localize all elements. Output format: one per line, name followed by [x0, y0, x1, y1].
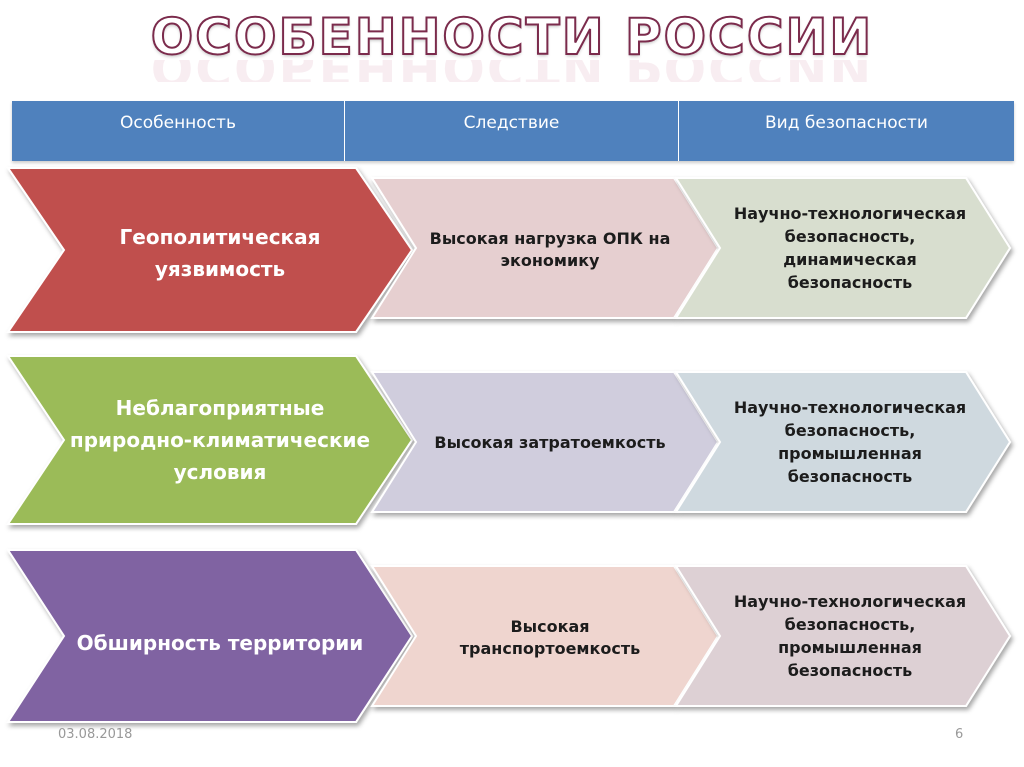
footer-date: 03.08.2018: [58, 727, 133, 742]
row-2-security-label: Научно-технологическая безопасность, про…: [733, 398, 967, 486]
page-number: 6: [955, 727, 964, 742]
row-1-feature-chevron: [6, 167, 414, 333]
header-feature: Особенность: [12, 101, 345, 161]
row-3-feature-label: Обширность территории: [76, 630, 364, 655]
table-header: Особенность Следствие Вид безопасности: [12, 101, 1014, 161]
row-1-consequence-chevron: [370, 177, 720, 319]
row-1-consequence-label: Высокая нагрузка ОПК на экономику: [429, 229, 671, 270]
row-3-security-chevron: [674, 565, 1012, 707]
header-security: Вид безопасности: [765, 113, 928, 133]
row-2-security-chevron: [674, 371, 1012, 513]
title-area: ОСОБЕННОСТИ РОССИИ: [0, 7, 1024, 78]
row-3-security-label: Научно-технологическая безопасность, про…: [733, 592, 967, 680]
row-2-consequence-label: Высокая затратоемкость: [434, 433, 666, 452]
row-1-feature-label: Геополитическая уязвимость: [119, 224, 321, 281]
row-2-feature-chevron: [6, 355, 414, 525]
row-1-security-chevron: [674, 177, 1012, 319]
row-1-security-label: Научно-технологическая безопасность, дин…: [733, 204, 967, 292]
row-3-consequence-chevron: [370, 565, 720, 707]
row-3-feature-chevron: [6, 549, 414, 723]
row-2-consequence-chevron: [370, 371, 720, 513]
page-title: ОСОБЕННОСТИ РОССИИ: [150, 7, 874, 67]
header-consequence: Следствие: [345, 101, 679, 161]
row-3-consequence-label: Высокая транспортоемкость: [459, 617, 641, 658]
row-2-feature-label: Неблагоприятные природно-климатические у…: [69, 396, 371, 484]
